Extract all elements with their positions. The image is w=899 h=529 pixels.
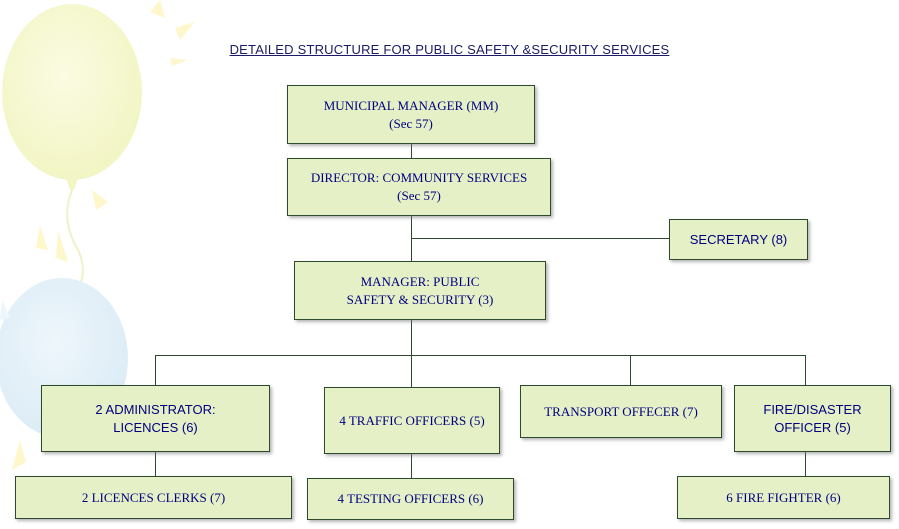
connector-mm-director — [411, 144, 412, 158]
node-administrator: 2 ADMINISTRATOR: LICENCES (6) — [41, 385, 270, 452]
node-municipal-manager-line2: (Sec 57) — [389, 115, 433, 131]
node-secretary-line1: SECRETARY (8) — [689, 231, 788, 247]
node-testing-officers-line1: 4 TESTING OFFICERS (6) — [337, 491, 484, 507]
node-traffic-officers: 4 TRAFFIC OFFICERS (5) — [324, 387, 500, 454]
node-fire-officer-line1: FIRE/DISASTER — [763, 401, 862, 417]
node-manager-line1: MANAGER: PUBLIC — [360, 273, 480, 289]
node-administrator-line1: 2 ADMINISTRATOR: — [95, 401, 216, 417]
node-fire-fighter: 6 FIRE FIGHTER (6) — [677, 476, 890, 519]
node-director: DIRECTOR: COMMUNITY SERVICES (Sec 57) — [287, 158, 551, 216]
connector-bus-administrator — [155, 355, 156, 385]
connector-fire-fighter — [805, 452, 806, 476]
node-fire-fighter-line1: 6 FIRE FIGHTER (6) — [726, 489, 841, 505]
node-manager-line2: SAFETY & SECURITY (3) — [346, 291, 494, 307]
connector-secretary — [411, 238, 669, 239]
connector-administrator-clerks — [155, 452, 156, 476]
node-director-line2: (Sec 57) — [397, 188, 441, 203]
connector-bus-fire — [805, 355, 806, 385]
node-manager: MANAGER: PUBLIC SAFETY & SECURITY (3) — [294, 261, 546, 320]
node-testing-officers: 4 TESTING OFFICERS (6) — [307, 478, 514, 520]
node-traffic-officers-line1: 4 TRAFFIC OFFICERS (5) — [339, 412, 485, 428]
yellow-balloon-shape — [2, 0, 195, 301]
node-secretary: SECRETARY (8) — [669, 219, 808, 260]
connector-bus-transport — [630, 355, 631, 385]
node-fire-officer: FIRE/DISASTER OFFICER (5) — [734, 385, 891, 452]
node-municipal-manager: MUNICIPAL MANAGER (MM) (Sec 57) — [287, 85, 535, 144]
node-licences-clerks-line1: 2 LICENCES CLERKS (7) — [81, 489, 226, 505]
diagram-title: DETAILED STRUCTURE FOR PUBLIC SAFETY &SE… — [229, 42, 670, 57]
node-director-line1: DIRECTOR: COMMUNITY SERVICES — [310, 170, 528, 186]
connector-bus-traffic — [411, 355, 412, 387]
node-administrator-line2: LICENCES (6) — [113, 419, 198, 435]
node-transport-officer: TRANSPORT OFFECER (7) — [520, 385, 722, 438]
connector-traffic-testing — [411, 454, 412, 478]
node-licences-clerks: 2 LICENCES CLERKS (7) — [15, 476, 292, 519]
node-municipal-manager-line1: MUNICIPAL MANAGER (MM) — [323, 97, 499, 113]
node-transport-officer-line1: TRANSPORT OFFECER (7) — [544, 403, 698, 419]
connector-manager-down — [411, 320, 412, 355]
connector-horizontal-bus — [155, 355, 805, 356]
node-fire-officer-line2: OFFICER (5) — [774, 419, 851, 435]
